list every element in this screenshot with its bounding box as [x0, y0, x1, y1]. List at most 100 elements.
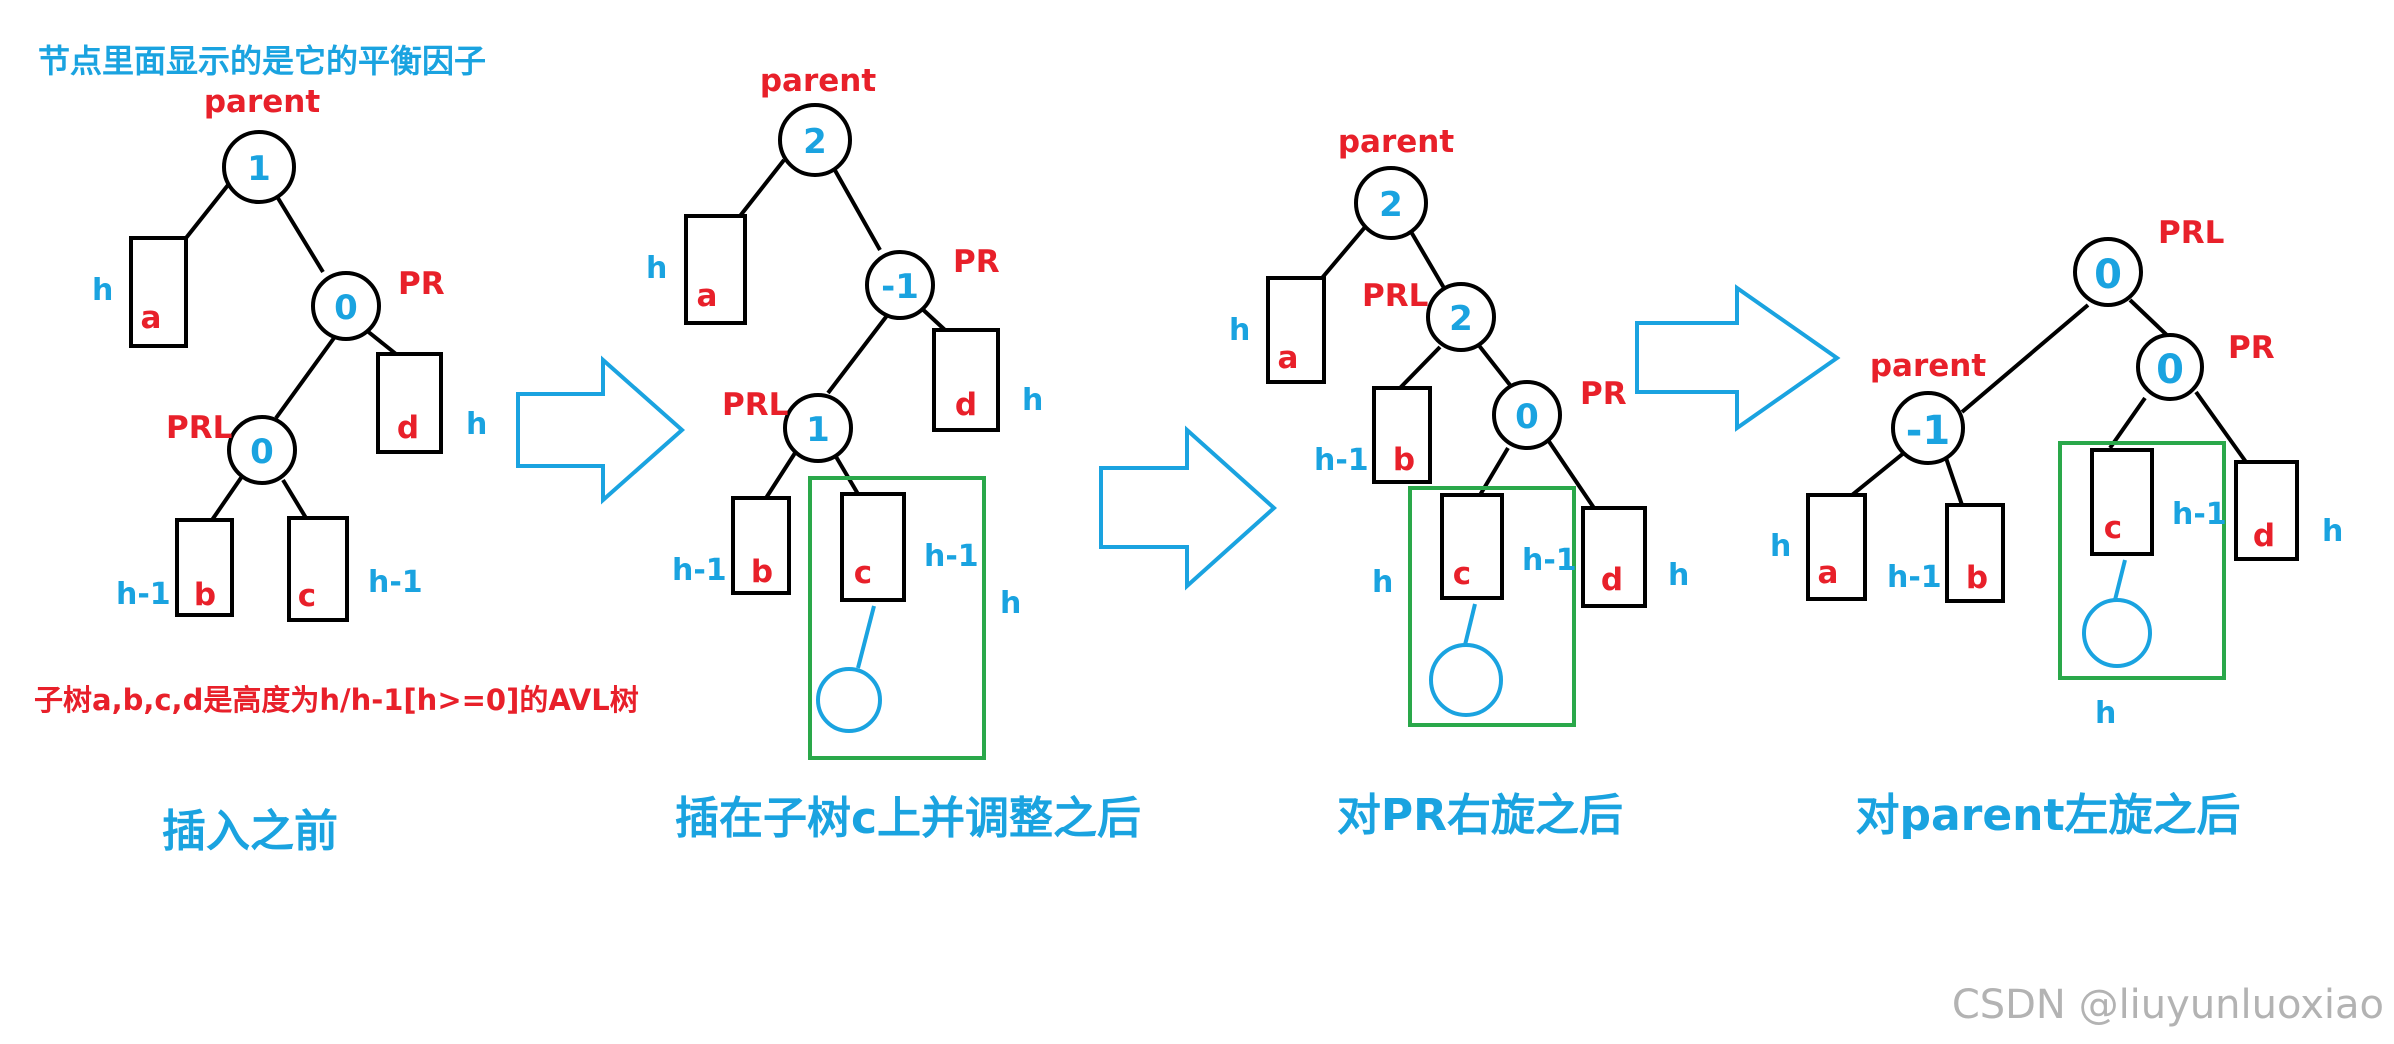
subtree-a-label: a: [141, 300, 162, 336]
balance-factor-note: 节点里面显示的是它的平衡因子: [38, 42, 486, 80]
edge: [1943, 454, 1964, 506]
right-arrow-icon: [516, 355, 686, 505]
edge: [1398, 345, 1442, 390]
stage-after-left-rotation: 0 PRL -1 parent 0 PR a h b h-1 h c h-1 d…: [1770, 215, 2343, 841]
prl-label: PRL: [722, 387, 788, 423]
subtree-a: [1266, 276, 1326, 384]
edge: [1408, 228, 1446, 290]
pr-node: [1492, 380, 1562, 450]
stage-before-insert: 1 parent 0 PR 0 PRL a h d h b h-1 c h-1 …: [92, 84, 487, 857]
parent-label: parent: [760, 63, 876, 99]
subtree-a: [684, 214, 747, 325]
inserted-node: [816, 667, 882, 733]
subtree-a-height: h: [1770, 529, 1791, 564]
edge: [1960, 303, 2090, 414]
parent-balance: -1: [1906, 408, 1950, 454]
edge: [1320, 218, 1373, 280]
stage-after-insert: 2 parent -1 PR 1 PRL a h d h b h-1 h c h…: [646, 63, 1141, 844]
subtree-a-height: h: [92, 273, 113, 308]
pr-label: PR: [2228, 330, 2275, 366]
pr-label: PR: [953, 244, 1000, 280]
subtree-b: [731, 496, 791, 595]
subtree-d: [1581, 506, 1647, 608]
prl-node: [1426, 282, 1496, 352]
inserted-region-highlight: [2058, 441, 2226, 680]
subtree-c: [840, 492, 906, 602]
parent-balance: 2: [1379, 185, 1403, 225]
subtree-c-height: h-1: [1522, 543, 1577, 578]
parent-node: [1354, 166, 1428, 240]
inserted-edge: [1463, 603, 1477, 646]
pr-balance: 0: [1515, 397, 1539, 437]
edge: [830, 164, 882, 251]
highlight-height: h: [1000, 586, 1021, 621]
subtree-b-height: h-1: [1314, 443, 1369, 478]
subtree-c-height: h-1: [2172, 497, 2227, 532]
subtree-a-label: a: [697, 278, 718, 314]
prl-balance: 1: [806, 410, 830, 450]
pr-node: [2136, 333, 2204, 401]
pr-node: [865, 250, 935, 320]
subtree-b-label: b: [194, 577, 216, 613]
pr-balance: 0: [2156, 347, 2184, 393]
subtree-c-label: c: [1453, 556, 1471, 592]
subtree-b-label: b: [1393, 442, 1415, 478]
subtree-d-height: h: [1022, 383, 1043, 418]
edge: [210, 473, 245, 522]
highlight-height: h: [2095, 696, 2116, 731]
subtree-d-label: d: [1601, 562, 1623, 598]
subtree-c: [2090, 448, 2154, 556]
edge: [1475, 341, 1512, 387]
subtree-a-height: h: [1229, 313, 1250, 348]
prl-balance: 0: [250, 432, 274, 472]
subtree-d-height: h: [2322, 514, 2343, 549]
edge: [268, 183, 325, 274]
prl-balance: 2: [1449, 299, 1473, 339]
prl-node: [2073, 237, 2143, 307]
parent-label: parent: [204, 84, 320, 120]
inserted-edge: [856, 605, 876, 669]
subtree-a-label: a: [1278, 340, 1299, 376]
prl-node: [227, 415, 297, 485]
edge: [1546, 438, 1596, 510]
parent-node: [778, 103, 852, 177]
edge: [764, 451, 797, 500]
pr-balance: 0: [334, 288, 358, 328]
stage-after-right-rotation: 2 parent 2 PRL 0 PR a h b h-1 h c h-1 d …: [1229, 124, 1689, 841]
right-arrow-icon: [1099, 425, 1277, 591]
subtree-c-label: c: [298, 578, 316, 614]
pr-label: PR: [1580, 376, 1627, 412]
edge: [833, 453, 860, 496]
inserted-edge: [2113, 559, 2127, 601]
inserted-node: [1429, 643, 1503, 717]
stage-caption: 对parent左旋之后: [1855, 790, 2240, 841]
subtree-b: [1945, 503, 2005, 603]
subtree-height-note: 子树a,b,c,d是高度为h/h-1[h>=0]的AVL树: [34, 683, 639, 717]
subtree-c: [287, 516, 349, 622]
subtree-c-height: h-1: [368, 565, 423, 600]
edge: [274, 336, 336, 420]
highlight-height: h: [1372, 565, 1393, 600]
subtree-a-height: h: [646, 251, 667, 286]
inserted-region-highlight: [808, 476, 986, 760]
prl-label: PRL: [1362, 278, 1428, 314]
subtree-d: [932, 328, 1000, 432]
subtree-c: [1440, 493, 1504, 600]
subtree-b: [1372, 386, 1432, 484]
prl-node: [783, 393, 853, 463]
subtree-c-label: c: [2104, 510, 2122, 546]
subtree-d: [2234, 460, 2299, 561]
edge: [2108, 396, 2147, 450]
subtree-d-height: h: [466, 407, 487, 442]
subtree-b-height: h-1: [1887, 560, 1942, 595]
stage-caption: 插在子树c上并调整之后: [675, 793, 1141, 844]
edge: [281, 478, 308, 520]
subtree-a: [1806, 493, 1867, 601]
parent-node: [1891, 391, 1965, 465]
edge: [2194, 390, 2248, 464]
pr-node: [311, 271, 381, 341]
parent-label: parent: [1338, 124, 1454, 160]
subtree-b-height: h-1: [672, 553, 727, 588]
subtree-a-label: a: [1818, 555, 1839, 591]
